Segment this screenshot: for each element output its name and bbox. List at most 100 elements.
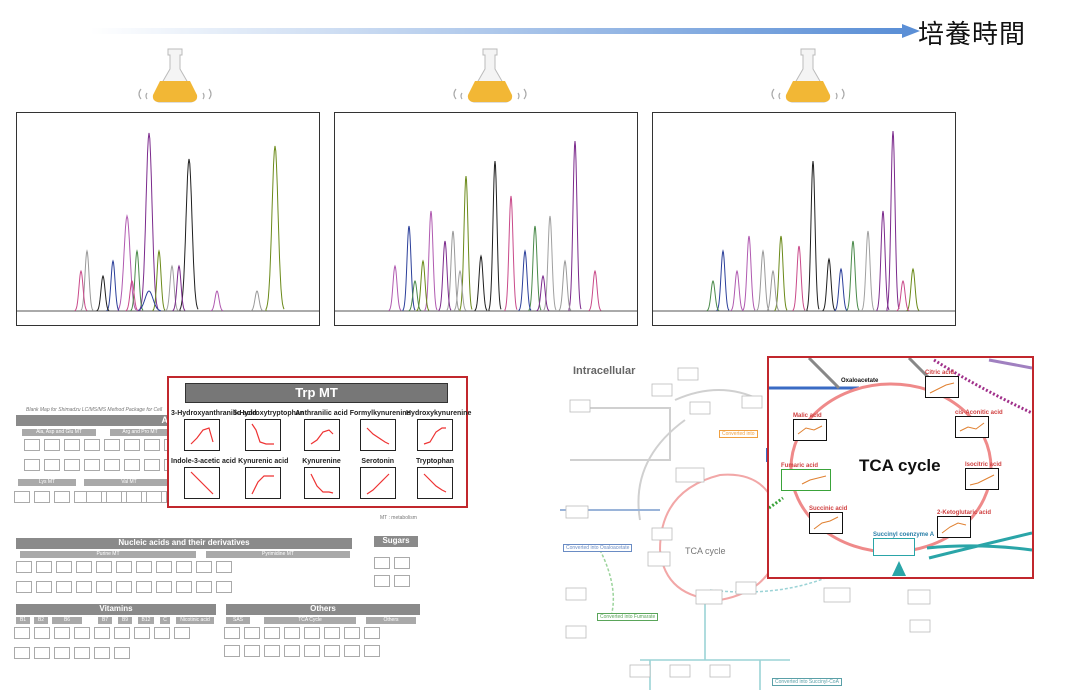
chromatogram-peak bbox=[876, 210, 890, 311]
chromatogram-peak bbox=[179, 158, 199, 311]
mini-graph bbox=[34, 491, 50, 503]
trp-item: Kynurenine bbox=[294, 458, 350, 504]
metabolite-label: 2-Ketoglutaric acid bbox=[937, 510, 992, 516]
chromatogram-peak bbox=[106, 259, 120, 311]
metabolite-label: Citric acid bbox=[925, 370, 955, 376]
mini-graph bbox=[74, 627, 90, 639]
mini-graph bbox=[136, 581, 152, 593]
mini-graph bbox=[244, 627, 260, 639]
empty-graph bbox=[873, 538, 915, 556]
mini-graph bbox=[64, 439, 80, 451]
mini-graph bbox=[156, 561, 172, 573]
chromatogram-peak bbox=[96, 274, 110, 311]
chromatogram-peak bbox=[543, 215, 557, 311]
trend-graph bbox=[245, 419, 282, 451]
chromatogram-peak bbox=[834, 267, 848, 311]
mini-graph bbox=[14, 627, 30, 639]
amino-acid-header: Am bbox=[16, 415, 180, 426]
culture-flask-icon bbox=[453, 48, 527, 103]
metabolite-label: Succinic acid bbox=[809, 506, 848, 512]
converted-succinyl-label: Converted into Succinyl-CoA bbox=[772, 678, 842, 686]
vitamin-tab: B7 bbox=[98, 617, 112, 624]
malic-node: Malic acid bbox=[793, 413, 827, 446]
other-tab: TCA Cycle bbox=[264, 617, 356, 624]
map-header-text: Blank Map for Shimadzu LC/MS/MS Method P… bbox=[26, 407, 163, 413]
chromatogram-peak bbox=[453, 269, 467, 311]
mini-graph bbox=[264, 627, 280, 639]
trp-item: Formylkynurenine bbox=[350, 410, 410, 456]
vitamin-tab: B2 bbox=[34, 617, 48, 624]
chromatogram-peak bbox=[886, 130, 900, 311]
metabolite-label: Fumaric acid bbox=[781, 463, 819, 469]
mini-graph bbox=[344, 645, 360, 657]
culture-flask-icon bbox=[771, 48, 845, 103]
mini-graph bbox=[374, 557, 390, 569]
chromatogram-peak bbox=[716, 249, 730, 311]
chromatogram-peak bbox=[861, 230, 875, 311]
chromatogram-peak bbox=[408, 279, 422, 312]
chromatogram-peak bbox=[139, 132, 159, 311]
converted-into-label: Converted into bbox=[719, 430, 758, 438]
chromatogram-peak bbox=[117, 214, 137, 311]
metabolite-label: Indole-3-acetic acid bbox=[171, 458, 236, 465]
mini-graph bbox=[224, 627, 240, 639]
trend-graph bbox=[184, 419, 220, 451]
trp-item: Indole-3-acetic acid bbox=[171, 458, 236, 504]
trend-graph bbox=[809, 512, 843, 534]
chromatogram-peak bbox=[165, 264, 179, 311]
metabolite-label: Hydroxykynurenine bbox=[406, 410, 472, 417]
mini-graph bbox=[56, 561, 72, 573]
mini-graph bbox=[104, 439, 120, 451]
mini-graph bbox=[34, 647, 50, 659]
mini-graph bbox=[34, 627, 50, 639]
chromatogram-peak bbox=[136, 290, 162, 312]
metabolite-label: Anthranilic acid bbox=[295, 410, 348, 417]
mini-graph bbox=[54, 491, 70, 503]
trend-graph bbox=[417, 419, 453, 451]
converted-fumarate-label: Converted into Fumarate bbox=[597, 613, 659, 621]
chromatogram-peak bbox=[528, 225, 542, 311]
chromatogram-peak bbox=[504, 195, 518, 311]
chromatogram-peak bbox=[438, 240, 452, 311]
chromatogram-peak bbox=[488, 160, 502, 311]
mini-graph bbox=[24, 459, 40, 471]
trp-item: Anthranilic acid bbox=[294, 410, 350, 456]
trend-graph bbox=[303, 419, 340, 451]
mini-graph bbox=[84, 459, 100, 471]
fumaric-node: Fumaric acid bbox=[781, 463, 831, 496]
trp-item: 3-Hydroxyanthranilic acid bbox=[171, 410, 257, 456]
chromatogram-peak bbox=[896, 279, 910, 312]
trp-item: Tryptophan bbox=[406, 458, 464, 504]
mini-graph bbox=[304, 645, 320, 657]
chromatogram-3 bbox=[652, 112, 956, 326]
mini-graph bbox=[216, 581, 232, 593]
trend-graph bbox=[303, 467, 340, 499]
mini-graph bbox=[216, 561, 232, 573]
mini-graph bbox=[154, 627, 170, 639]
mini-graph bbox=[196, 561, 212, 573]
chromatogram-peak bbox=[756, 249, 770, 311]
mini-graph bbox=[134, 627, 150, 639]
metabolite-label: 3-Hydroxyanthranilic acid bbox=[171, 410, 257, 417]
isocitric-node: Isocitric acid bbox=[965, 462, 1002, 495]
chromatogram-peak bbox=[806, 160, 820, 311]
pyrimidine-header: Pyrimidine MT bbox=[206, 551, 350, 558]
mini-graph bbox=[176, 581, 192, 593]
metabolite-label: Succinyl coenzyme A bbox=[873, 532, 935, 538]
mini-graph bbox=[54, 627, 70, 639]
metabolite-label: Kynurenine bbox=[302, 458, 341, 465]
vitamins-header: Vitamins bbox=[16, 604, 216, 615]
trend-graph bbox=[781, 469, 831, 491]
mini-graph bbox=[14, 491, 30, 503]
mini-graph bbox=[76, 561, 92, 573]
trend-graph bbox=[417, 467, 453, 499]
mini-graph bbox=[144, 439, 160, 451]
mini-graph bbox=[174, 627, 190, 639]
mini-graph bbox=[374, 575, 390, 587]
chromatogram-peak bbox=[792, 245, 806, 311]
vitamin-tab: B6 bbox=[52, 617, 82, 624]
tca-cycle-title: TCA cycle bbox=[859, 456, 941, 475]
chromatogram-peak bbox=[846, 240, 860, 311]
mt-note: MT : metabolism bbox=[380, 515, 417, 521]
mini-graph bbox=[16, 561, 32, 573]
